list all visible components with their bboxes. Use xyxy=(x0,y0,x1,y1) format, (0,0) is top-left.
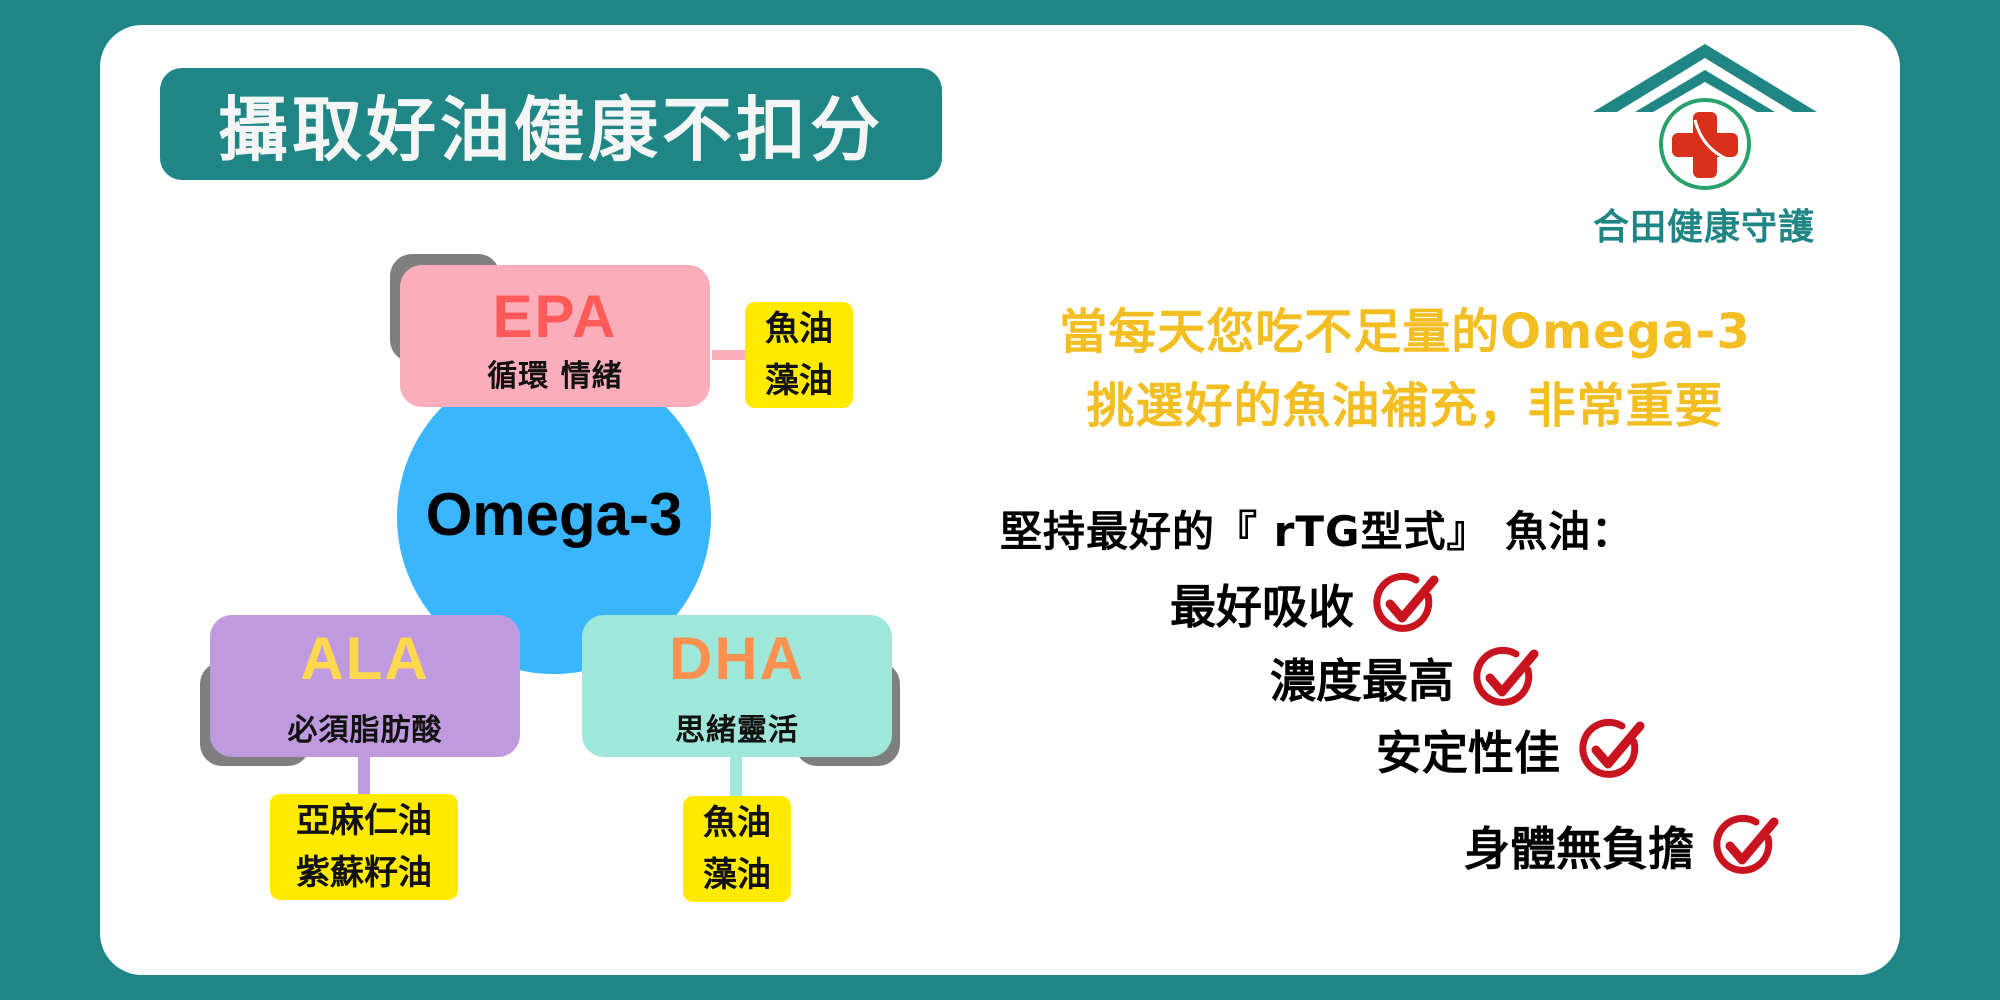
ala-node: ALA 必須脂肪酸 xyxy=(210,615,520,757)
headline-line-2: 挑選好的魚油補充，非常重要 xyxy=(1086,378,1724,434)
dha-node: DHA 思緒靈活 xyxy=(582,615,892,757)
headline-line-1: 當每天您吃不足量的Omega-3 xyxy=(1059,304,1751,360)
benefit-label: 身體無負擔 xyxy=(1464,822,1694,876)
omega3-label: Omega-3 xyxy=(425,481,683,548)
check-circle-icon xyxy=(1579,718,1645,778)
brand-name: 合田健康守護 xyxy=(1592,207,1815,248)
ala-source-2: 紫蘇籽油 xyxy=(296,853,432,893)
dha-source-2: 藻油 xyxy=(703,855,771,895)
dha-source-1: 魚油 xyxy=(703,803,771,843)
dha-description: 思緒靈活 xyxy=(675,713,799,748)
ala-label: ALA xyxy=(300,625,430,692)
ala-sources: 亞麻仁油 紫蘇籽油 xyxy=(270,794,458,900)
epa-sources: 魚油 藻油 xyxy=(745,302,853,408)
dha-label: DHA xyxy=(669,625,805,692)
check-circle-icon xyxy=(1473,646,1539,706)
benefit-item: 濃度最高 xyxy=(1270,640,1544,716)
dha-sources: 魚油 藻油 xyxy=(683,796,791,902)
benefit-item: 身體無負擔 xyxy=(1464,808,1784,884)
epa-source-2: 藻油 xyxy=(765,361,833,401)
rtg-statement: 堅持最好的『 rTG型式』 魚油： xyxy=(1000,507,1635,556)
dha-connector xyxy=(730,754,742,800)
house-medical-cross-icon xyxy=(1593,44,1817,190)
ala-source-1: 亞麻仁油 xyxy=(296,801,432,841)
benefit-label: 最好吸收 xyxy=(1170,580,1354,634)
epa-description: 循環 情緒 xyxy=(487,359,623,394)
benefit-item: 安定性佳 xyxy=(1376,712,1650,788)
epa-label: EPA xyxy=(492,283,618,350)
benefit-item: 最好吸收 xyxy=(1170,566,1444,642)
benefit-label: 安定性佳 xyxy=(1376,726,1560,780)
ala-description: 必須脂肪酸 xyxy=(287,713,443,748)
epa-connector xyxy=(712,350,748,360)
benefit-label: 濃度最高 xyxy=(1270,654,1454,708)
epa-source-1: 魚油 xyxy=(765,309,833,349)
epa-node: EPA 循環 情緒 xyxy=(400,265,710,407)
page-title: 攝取好油健康不扣分 xyxy=(160,68,942,180)
ala-connector xyxy=(358,754,370,798)
check-circle-icon xyxy=(1713,814,1779,874)
check-circle-icon xyxy=(1373,572,1439,632)
